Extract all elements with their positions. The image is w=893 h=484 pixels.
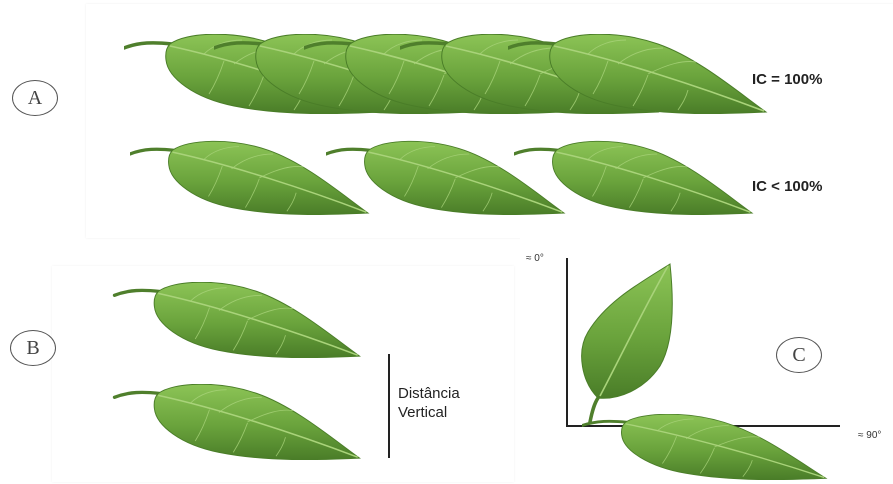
vertical-distance-label: Distância Vertical bbox=[398, 384, 460, 422]
badge-b: B bbox=[10, 330, 56, 366]
badge-c: C bbox=[776, 337, 822, 373]
angle-ninety-label: ≈ 90° bbox=[858, 430, 881, 441]
badge-a: A bbox=[12, 80, 58, 116]
angle-zero-label: ≈ 0° bbox=[526, 253, 544, 264]
ic-100-label: IC = 100% bbox=[752, 71, 822, 88]
ic-less-100-label: IC < 100% bbox=[752, 178, 822, 195]
leaf-icon bbox=[514, 140, 754, 216]
leaf-icon bbox=[88, 282, 388, 358]
leaf-icon bbox=[508, 34, 768, 114]
distance-label-line2: Vertical bbox=[398, 403, 460, 422]
vertical-distance-line bbox=[388, 354, 390, 458]
leaf-icon bbox=[88, 384, 388, 460]
distance-label-line1: Distância bbox=[398, 384, 460, 403]
leaf-icon bbox=[582, 414, 828, 480]
leaf-icon bbox=[578, 262, 674, 422]
vertical-axis-line bbox=[566, 258, 568, 426]
